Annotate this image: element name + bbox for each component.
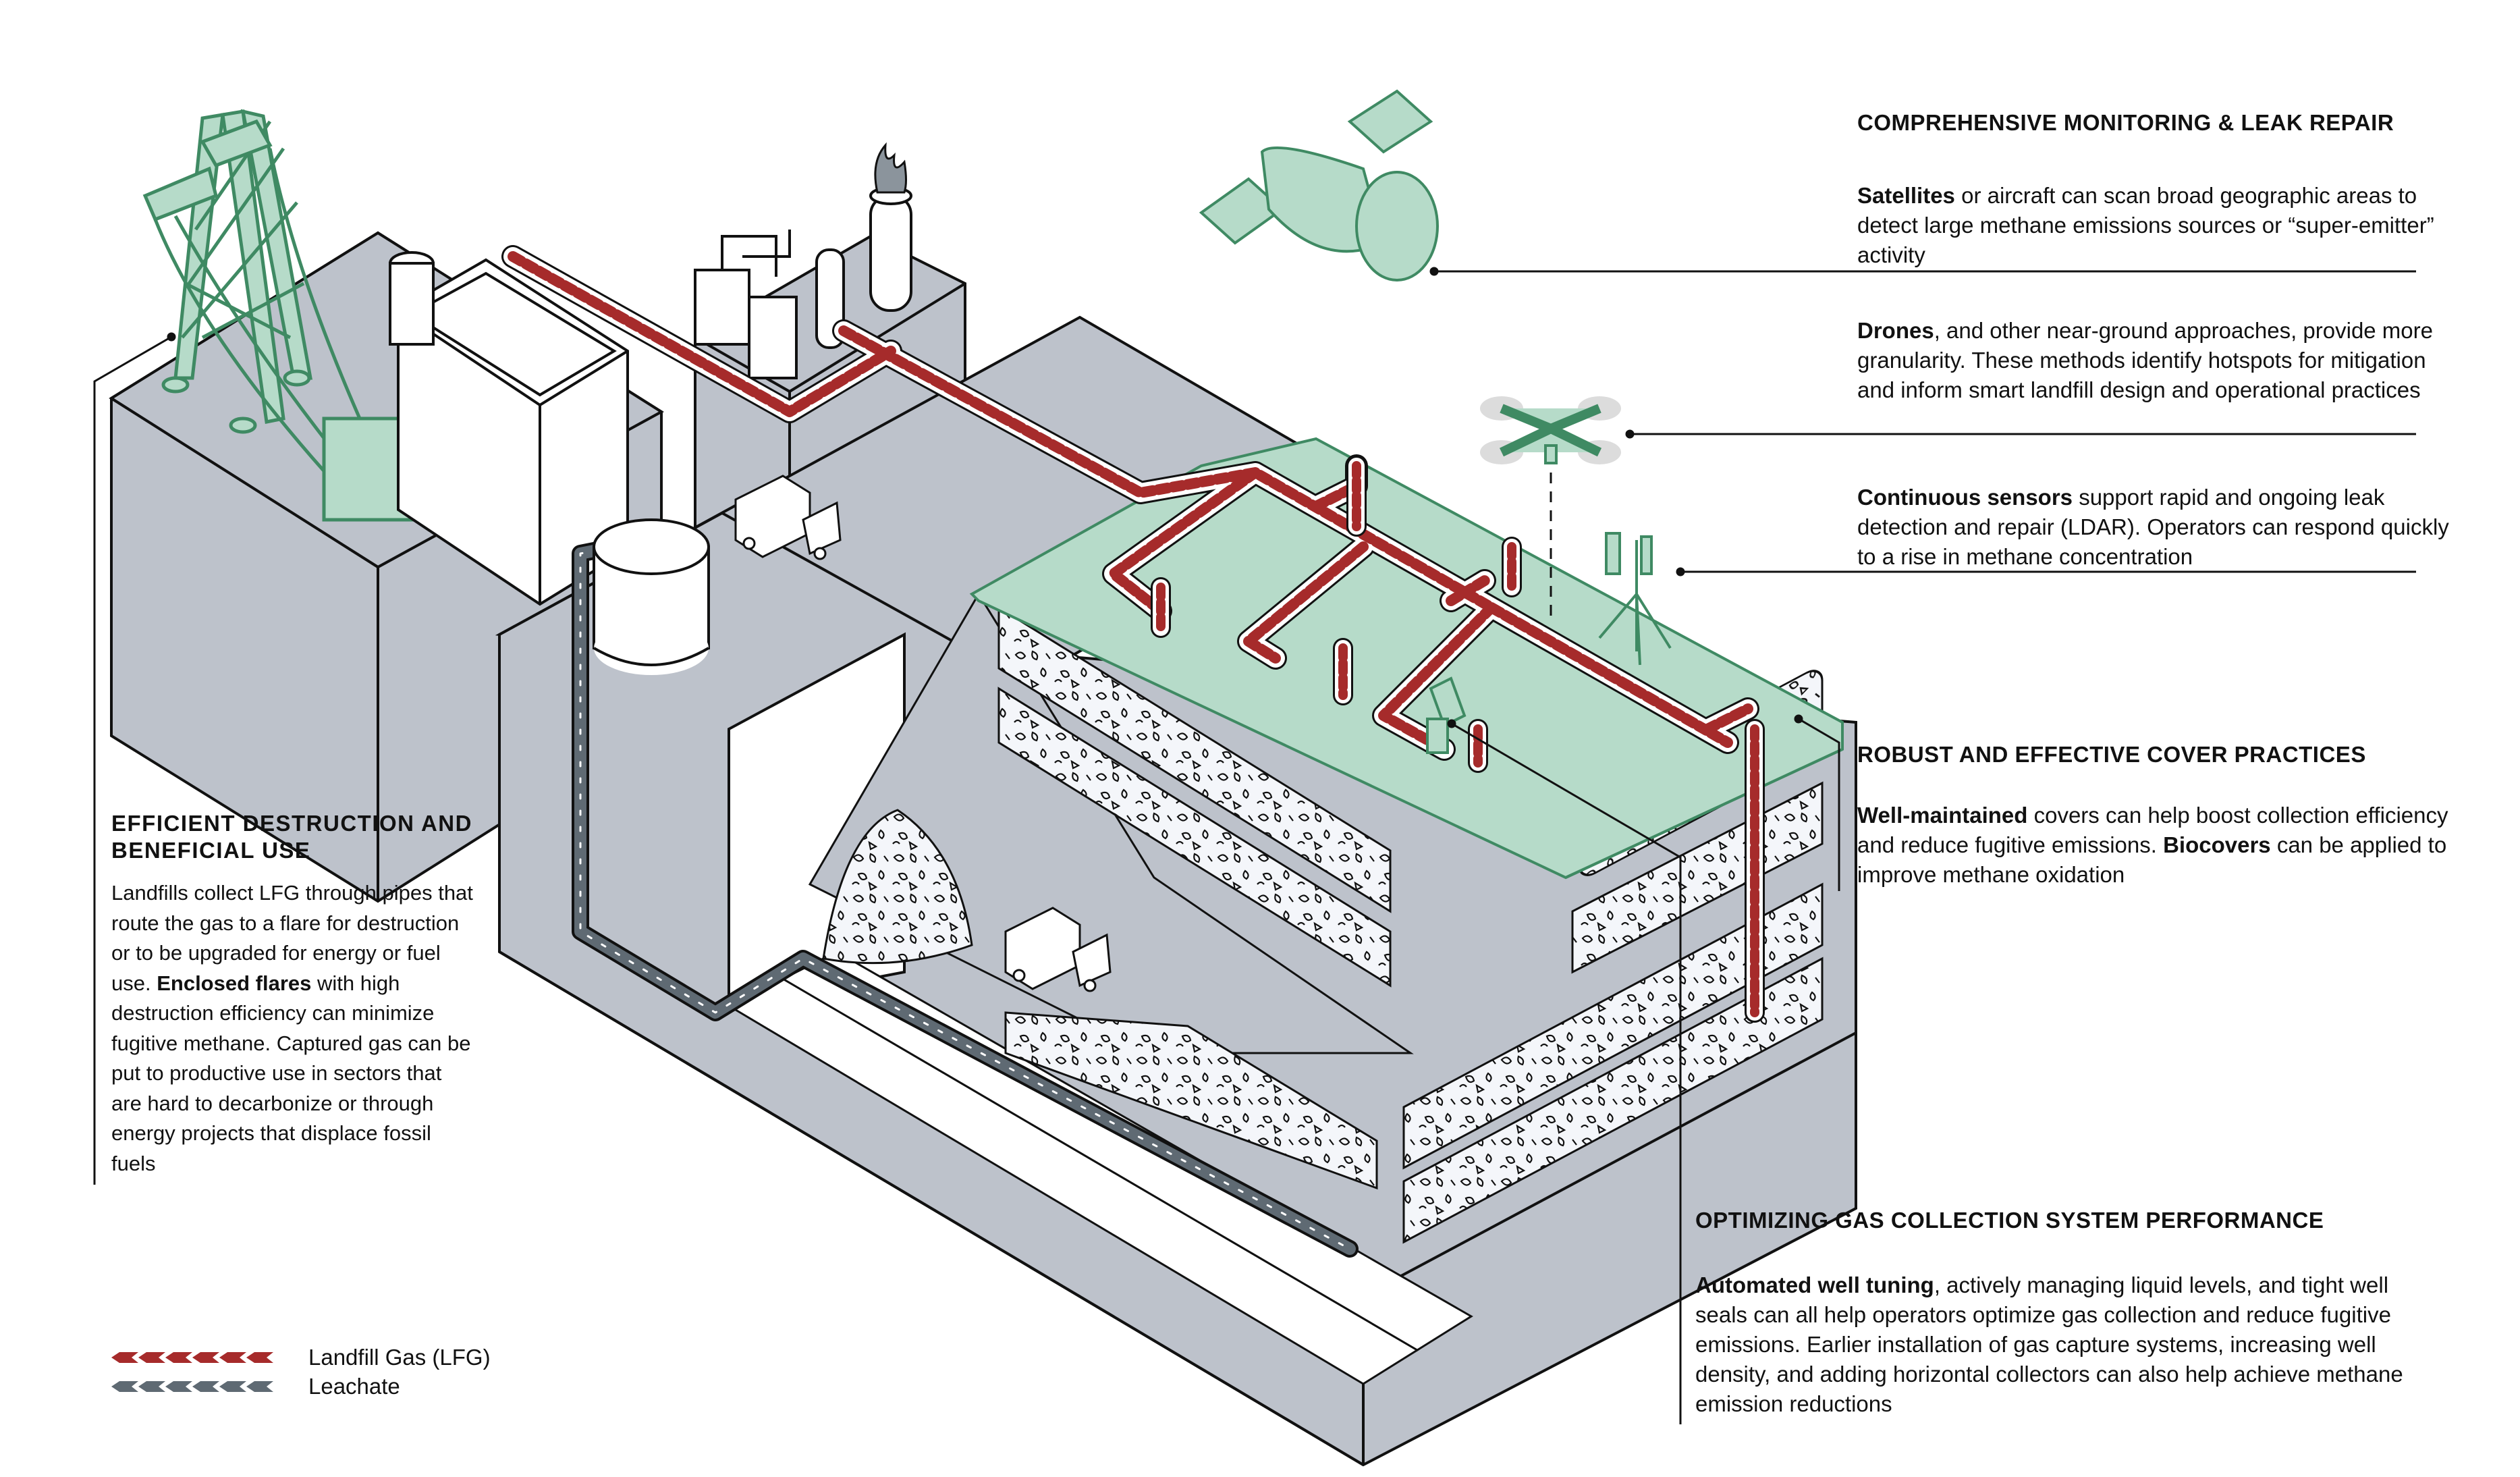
leachate-tank bbox=[593, 518, 710, 675]
sensors-bold: Continuous sensors bbox=[1857, 485, 2073, 510]
destruction-heading-line1: EFFICIENT DESTRUCTION AND bbox=[111, 811, 472, 836]
callout-collection: OPTIMIZING GAS COLLECTION SYSTEM PERFORM… bbox=[1695, 1207, 2424, 1419]
leader-lines bbox=[93, 267, 2416, 1424]
cover-body-1: covers can help boost collection efficie… bbox=[1857, 802, 2448, 857]
cover-body-2: can be applied to improve methane oxidat… bbox=[1857, 832, 2447, 887]
destruction-body-1: Landfills collect LFG through pipes that… bbox=[111, 881, 473, 995]
cover-text: Well-maintained covers can help boost co… bbox=[1857, 801, 2465, 890]
lfg-pipeline bbox=[501, 245, 1765, 1023]
sensor-tower-icon bbox=[1598, 532, 1672, 666]
destruction-heading-line2: BENEFICIAL USE bbox=[111, 837, 311, 863]
satellites-text: Satellites or aircraft can scan broad ge… bbox=[1857, 181, 2438, 270]
collection-bold: Automated well tuning bbox=[1695, 1272, 1934, 1297]
legend-item-lfg: Landfill Gas (LFG) bbox=[111, 1345, 491, 1370]
drones-body: , and other near-ground approaches, prov… bbox=[1857, 318, 2433, 402]
leachate-pipeline bbox=[572, 538, 1359, 1258]
enclosed-flare-icon bbox=[869, 142, 912, 312]
satellites-bold: Satellites bbox=[1857, 183, 1955, 208]
collection-text: Automated well tuning, actively managing… bbox=[1695, 1270, 2424, 1419]
legend-label-leachate: Leachate bbox=[308, 1374, 400, 1399]
cover-heading: ROBUST AND EFFECTIVE COVER PRACTICES bbox=[1857, 742, 2366, 767]
cover-bold-wellmaintained: Well-maintained bbox=[1857, 802, 2028, 828]
dump-truck-icon bbox=[1004, 907, 1112, 992]
satellite-icon bbox=[1199, 89, 1439, 281]
monitoring-heading: COMPREHENSIVE MONITORING & LEAK REPAIR bbox=[1857, 110, 2394, 135]
drone-icon bbox=[1480, 396, 1621, 464]
destruction-bold-enclosed-flares: Enclosed flares bbox=[157, 971, 312, 995]
sensors-body: support rapid and ongoing leak detection… bbox=[1857, 485, 2449, 569]
drones-text: Drones, and other near-ground approaches… bbox=[1857, 316, 2438, 405]
collection-body: , actively managing liquid levels, and t… bbox=[1695, 1272, 2403, 1416]
generator-building bbox=[389, 251, 629, 606]
drones-bold: Drones bbox=[1857, 318, 1934, 343]
legend-item-leachate: Leachate bbox=[111, 1374, 400, 1399]
destruction-text: Landfills collect LFG through pipes that… bbox=[111, 878, 476, 1179]
destruction-body-2: with high destruction efficiency can min… bbox=[111, 971, 471, 1175]
landfill-cover bbox=[969, 437, 1844, 880]
callout-sensors: Continuous sensors support rapid and ong… bbox=[1857, 483, 2451, 572]
sensors-text: Continuous sensors support rapid and ong… bbox=[1857, 483, 2451, 572]
cover-bold-biocovers: Biocovers bbox=[2163, 832, 2271, 857]
collection-heading: OPTIMIZING GAS COLLECTION SYSTEM PERFORM… bbox=[1695, 1208, 2324, 1233]
satellites-body: or aircraft can scan broad geographic ar… bbox=[1857, 183, 2434, 267]
callout-cover: ROBUST AND EFFECTIVE COVER PRACTICES Wel… bbox=[1857, 741, 2465, 890]
garbage-truck-icon bbox=[734, 475, 842, 560]
leachate-chevron-icon bbox=[111, 1381, 273, 1392]
lfg-chevron-icon bbox=[111, 1352, 273, 1363]
legend-label-lfg: Landfill Gas (LFG) bbox=[308, 1345, 491, 1370]
callout-drones: Drones, and other near-ground approaches… bbox=[1857, 316, 2438, 405]
solar-sensor-icon bbox=[1426, 676, 1467, 754]
callout-monitoring: COMPREHENSIVE MONITORING & LEAK REPAIR bbox=[1857, 109, 2465, 136]
callout-satellites: Satellites or aircraft can scan broad ge… bbox=[1857, 181, 2438, 270]
